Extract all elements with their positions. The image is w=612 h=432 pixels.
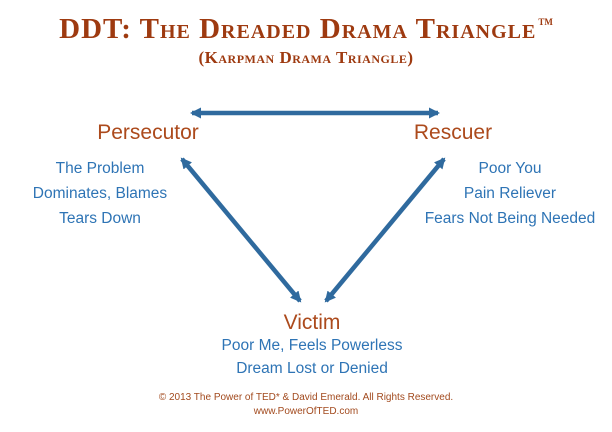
victim-trait-line: Dream Lost or Denied: [236, 360, 388, 377]
persecutor-victim-arrow: [180, 157, 302, 303]
rescuer-trait-line: Poor You: [478, 160, 542, 177]
victim-traits: Poor Me, Feels Powerless Dream Lost or D…: [192, 334, 432, 380]
footer: © 2013 The Power of TED* & David Emerald…: [0, 391, 612, 419]
page-subtitle: (Karpman Drama Triangle): [198, 48, 414, 67]
rescuer-victim-arrow: [324, 157, 446, 303]
persecutor-trait-line: Tears Down: [59, 210, 141, 227]
victim-trait-line: Poor Me, Feels Powerless: [221, 337, 403, 354]
website-text: www.PowerOfTED.com: [253, 406, 359, 417]
rescuer-label: Rescuer: [413, 121, 493, 144]
trademark-symbol: TM: [538, 17, 553, 27]
rescuer-trait-line: Fears Not Being Needed: [424, 210, 596, 227]
persecutor-trait-line: Dominates, Blames: [32, 185, 168, 202]
copyright-text: © 2013 The Power of TED* & David Emerald…: [158, 392, 454, 403]
persecutor-label: Persecutor: [97, 121, 199, 144]
title-text: DDT: The Dreaded Drama Triangle: [59, 13, 537, 45]
persecutor-traits: The Problem Dominates, Blames Tears Down: [2, 156, 198, 231]
rescuer-trait-line: Pain Reliever: [463, 185, 557, 202]
persecutor-trait-line: The Problem: [55, 160, 145, 177]
rescuer-traits: Poor You Pain Reliever Fears Not Being N…: [414, 156, 606, 231]
victim-label: Victim: [283, 311, 341, 334]
